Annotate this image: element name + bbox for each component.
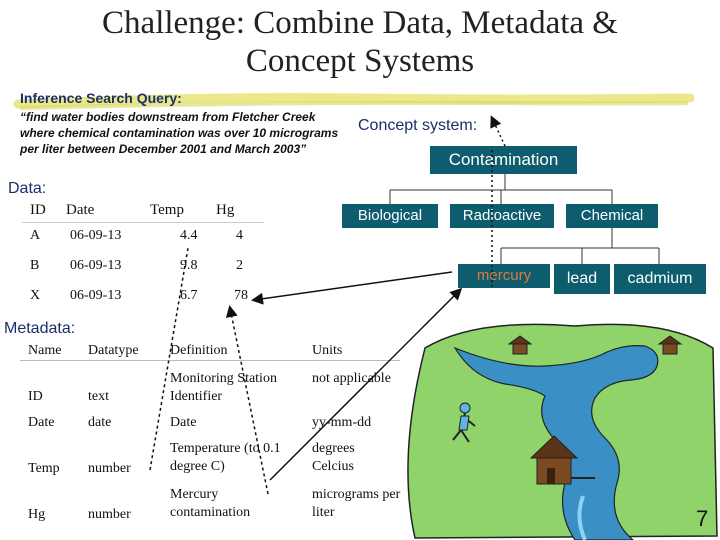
meta-row-hg-type: number <box>88 507 131 522</box>
house-bottom <box>529 435 595 485</box>
data-row-x-date: 06-09-13 <box>70 288 122 303</box>
concept-cadmium: cadmium <box>614 264 706 294</box>
meta-row-temp-def: Temperature (to 0.1 degree C) <box>170 441 281 474</box>
data-row-b-date: 06-09-13 <box>70 258 122 273</box>
data-row-b-hg: 2 <box>236 258 243 273</box>
data-row-a-temp: 4.4 <box>180 228 198 243</box>
data-divider <box>22 222 264 223</box>
meta-row-date-name: Date <box>28 415 55 430</box>
house-right <box>657 335 683 355</box>
data-row-x-id: X <box>30 288 41 303</box>
data-row-a-id: A <box>30 228 41 243</box>
data-header-date: Date <box>66 202 95 218</box>
concept-root-contamination: Contamination <box>430 146 577 174</box>
meta-row-temp-units: degrees Celcius <box>312 441 355 474</box>
data-table: ID Date Temp Hg A 06-09-13 4.4 4 B 06-09… <box>22 200 264 310</box>
meta-row-temp-name: Temp <box>28 461 60 476</box>
meta-header-units: Units <box>312 343 343 358</box>
slide-number: 7 <box>696 506 709 531</box>
data-row-b-id: B <box>30 258 40 273</box>
concept-biological: Biological <box>342 204 438 228</box>
concept-radioactive: Radioactive <box>450 204 554 228</box>
data-row-a-hg: 4 <box>236 228 243 243</box>
meta-row-id-def: Monitoring Station Identifier <box>170 371 277 404</box>
inference-label: Inference Search Query: <box>20 90 182 106</box>
data-row-a-date: 06-09-13 <box>70 228 122 243</box>
data-header-temp: Temp <box>150 202 184 218</box>
metadata-label: Metadata: <box>4 320 76 337</box>
title-line-2: Concept Systems <box>245 43 475 79</box>
meta-row-hg-name: Hg <box>28 507 46 522</box>
meta-row-id-name: ID <box>28 389 43 404</box>
concept-label: Concept system: <box>358 117 478 134</box>
meta-header-definition: Definition <box>170 343 228 358</box>
meta-divider <box>20 360 400 361</box>
title-line-1: Challenge: Combine Data, Metadata & <box>102 5 618 41</box>
meta-row-temp-type: number <box>88 461 131 476</box>
concept-mercury: mercury <box>458 264 550 288</box>
meta-row-hg-def: Mercury contamination <box>170 487 251 520</box>
meta-row-date-units: yy-mm-dd <box>312 415 372 430</box>
data-header-hg: Hg <box>216 202 235 218</box>
landscape-illustration <box>407 323 718 540</box>
query-text: “find water bodies downstream from Fletc… <box>20 110 339 156</box>
data-row-x-temp: 6.7 <box>180 288 198 303</box>
person-figure <box>452 402 476 443</box>
meta-row-id-units: not applicable <box>312 371 391 386</box>
house-left <box>507 335 533 355</box>
meta-row-date-def: Date <box>170 415 197 430</box>
data-row-x-hg: 78 <box>234 288 248 303</box>
concept-lead: lead <box>554 264 610 294</box>
meta-header-name: Name <box>28 343 62 358</box>
data-row-b-temp: 9.8 <box>180 258 198 273</box>
meta-row-hg-units: micrograms per liter <box>312 487 401 520</box>
slide-title: Challenge: Combine Data, Metadata & Conc… <box>0 4 720 80</box>
data-label: Data: <box>8 180 47 197</box>
metadata-table: Name Datatype Definition Units ID text M… <box>0 340 420 530</box>
meta-row-date-type: date <box>88 415 112 430</box>
meta-row-id-type: text <box>88 389 109 404</box>
concept-chemical: Chemical <box>566 204 658 228</box>
data-header-id: ID <box>30 202 46 218</box>
meta-header-datatype: Datatype <box>88 343 139 358</box>
